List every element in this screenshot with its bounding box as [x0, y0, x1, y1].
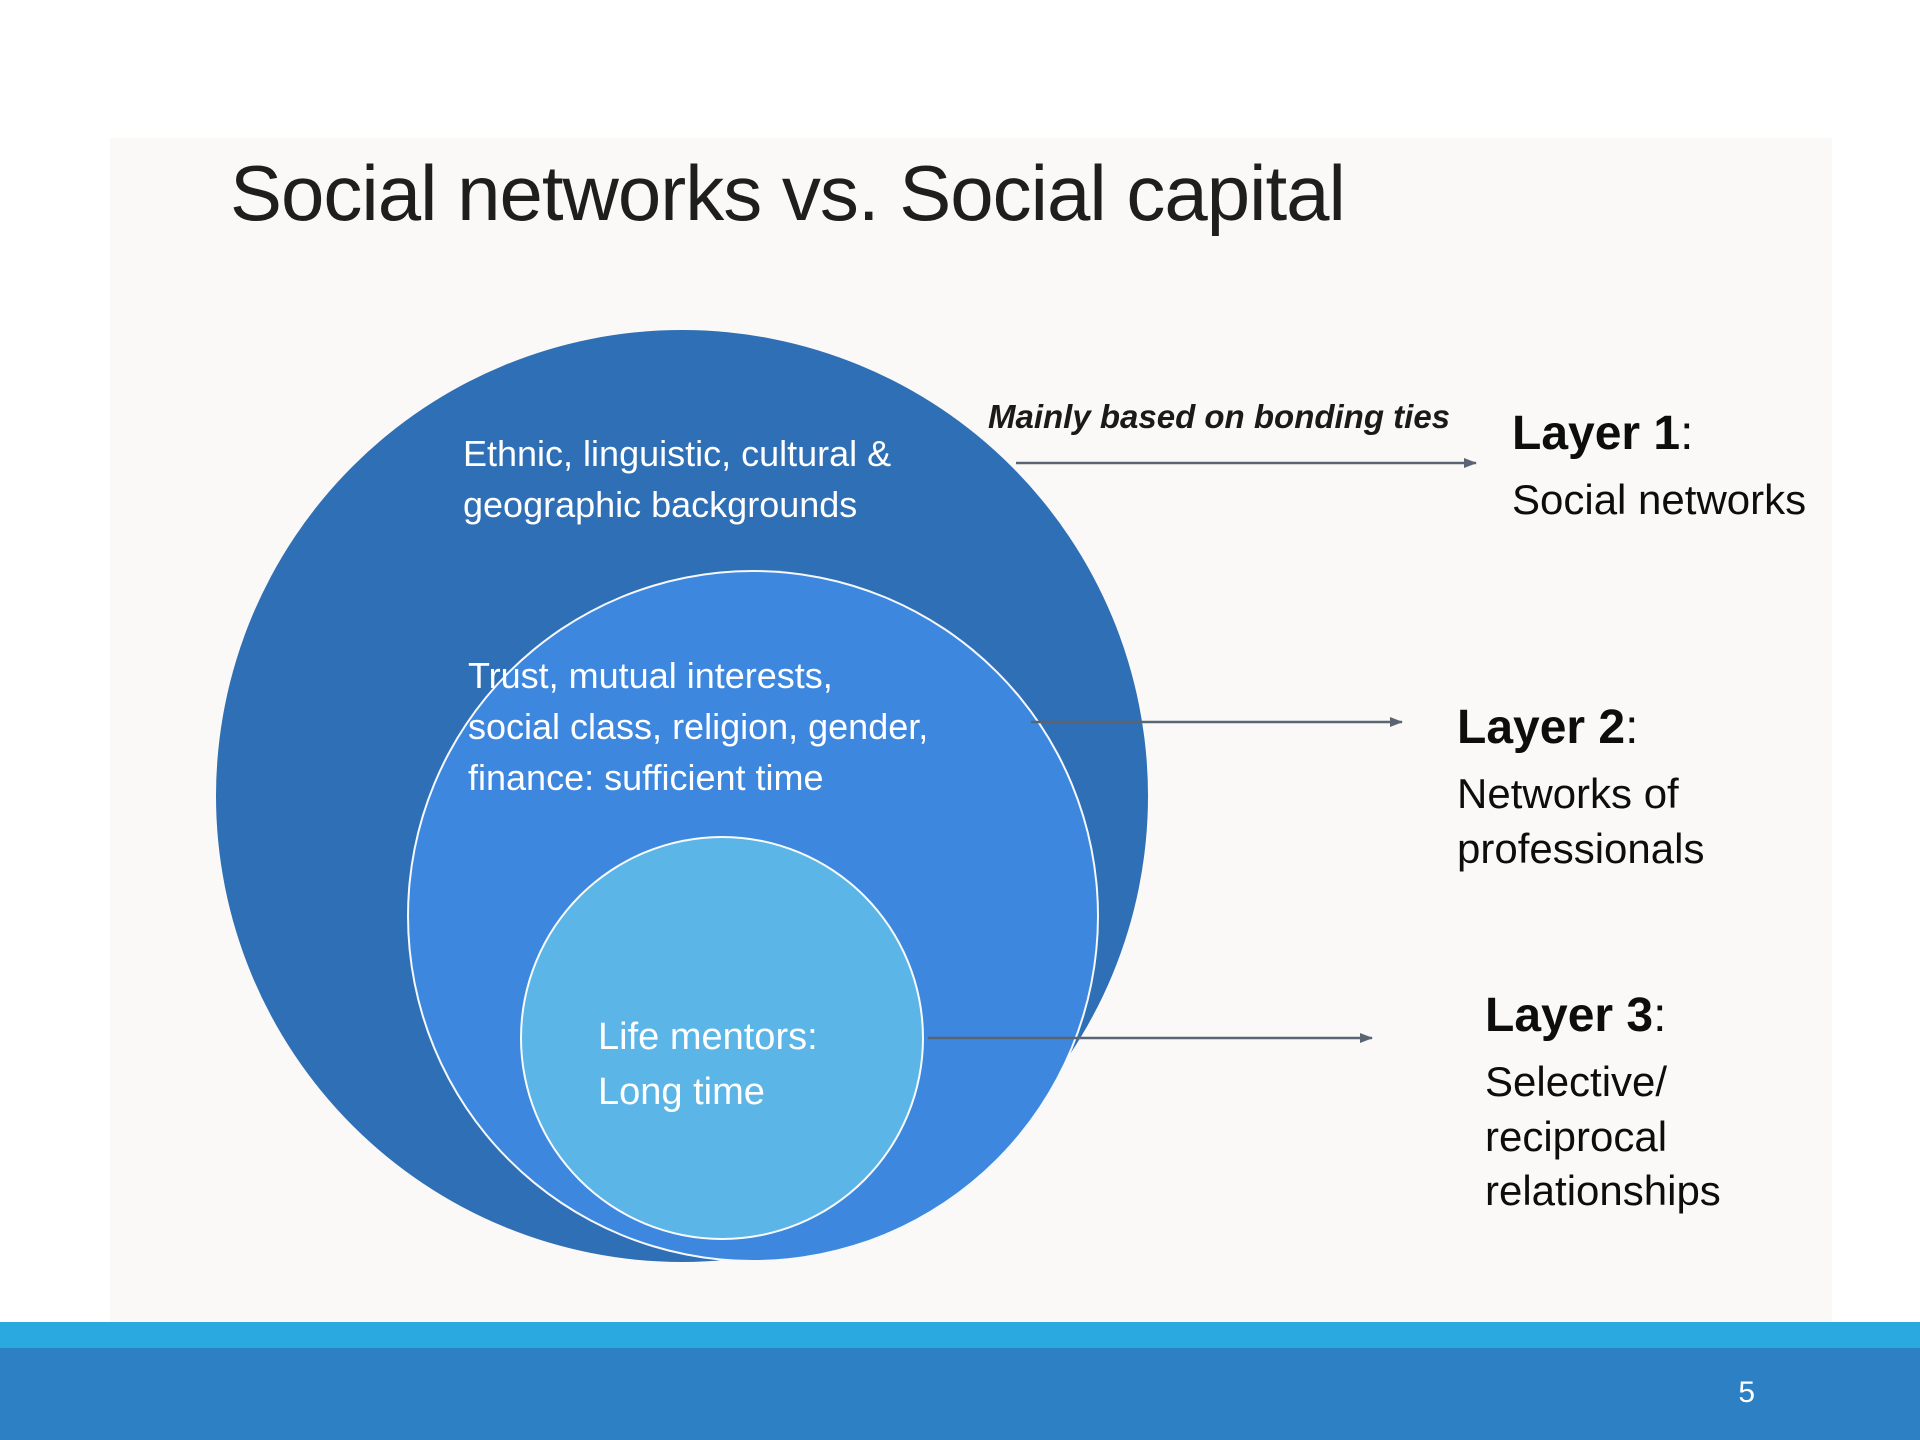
- venn-circle-inner: [520, 836, 924, 1240]
- layer-3-colon: :: [1653, 989, 1667, 1042]
- slide-title: Social networks vs. Social capital: [230, 149, 1346, 237]
- layer-1-label: Layer 1: Social networks: [1512, 406, 1806, 528]
- footer-accent-bar: [0, 1322, 1920, 1348]
- layer-2-colon: :: [1625, 701, 1639, 754]
- layer-1-title: Layer 1:: [1512, 406, 1806, 461]
- venn-outer-label: Ethnic, linguistic, cultural & geographi…: [463, 433, 892, 526]
- bonding-ties-annotation: Mainly based on bonding ties: [988, 398, 1451, 435]
- layer-2-label: Layer 2: Networks of professionals: [1457, 700, 1704, 876]
- page-number: 5: [1738, 1376, 1755, 1409]
- layer-1-name: Layer 1: [1512, 407, 1681, 460]
- venn-middle-label: Trust, mutual interests, social class, r…: [468, 655, 929, 799]
- layer-2-title: Layer 2:: [1457, 700, 1704, 755]
- footer-bar: [0, 1348, 1920, 1440]
- layer-2-name: Layer 2: [1457, 701, 1626, 754]
- layer-1-colon: :: [1680, 407, 1694, 460]
- layer-2-desc: Networks of professionals: [1457, 770, 1705, 872]
- layer-3-label: Layer 3: Selective/ reciprocal relations…: [1485, 988, 1721, 1219]
- layer-1-desc: Social networks: [1512, 476, 1807, 523]
- venn-inner-label: Life mentors: Long time: [598, 1016, 818, 1114]
- layer-3-name: Layer 3: [1485, 989, 1654, 1042]
- layer-3-title: Layer 3:: [1485, 988, 1721, 1043]
- layer-3-desc: Selective/ reciprocal relationships: [1485, 1058, 1721, 1215]
